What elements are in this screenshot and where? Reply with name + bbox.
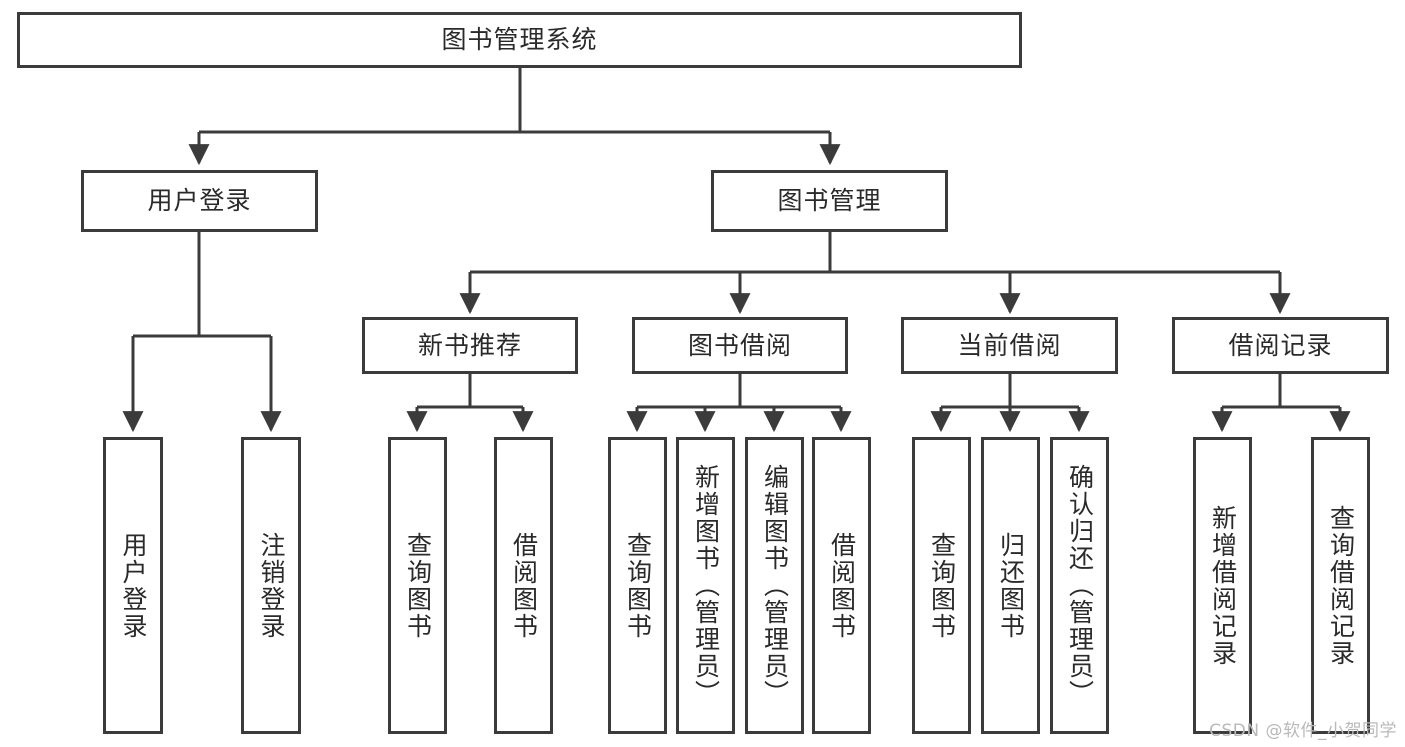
leaf-new-book-query-book[interactable]: 查询图书 (388, 437, 447, 734)
leaf-current-borrow-confirm-return-admin[interactable]: 确认归还（管理员） (1050, 437, 1109, 734)
leaf-book-borrow-edit-book-admin[interactable]: 编辑图书（管理员） (745, 437, 804, 734)
node-user-login[interactable]: 用户登录 (81, 170, 318, 232)
leaf-current-borrow-query-book[interactable]: 查询图书 (912, 437, 971, 734)
node-borrow-record[interactable]: 借阅记录 (1172, 317, 1389, 374)
node-label: 用户登录 (119, 531, 148, 640)
node-label: 确认归还（管理员） (1065, 464, 1095, 707)
node-new-book-recommend[interactable]: 新书推荐 (362, 317, 578, 374)
node-label: 查询图书 (403, 531, 433, 640)
node-current-borrow[interactable]: 当前借阅 (901, 317, 1118, 374)
node-label: 图书借阅 (687, 330, 792, 360)
node-label: 查询借阅记录 (1326, 504, 1356, 667)
node-label: 新书推荐 (417, 330, 522, 360)
node-label: 借阅记录 (1228, 330, 1333, 360)
node-label: 图书管理系统 (441, 25, 598, 55)
leaf-book-borrow-borrow-book[interactable]: 借阅图书 (812, 437, 871, 734)
node-book-borrow[interactable]: 图书借阅 (632, 317, 848, 374)
node-label: 编辑图书（管理员） (760, 464, 790, 707)
leaf-user-login-logout[interactable]: 注销登录 (241, 437, 301, 734)
node-label: 新增图书（管理员） (691, 464, 721, 707)
node-label: 注销登录 (257, 531, 286, 640)
leaf-current-borrow-return-book[interactable]: 归还图书 (981, 437, 1040, 734)
leaf-book-borrow-add-book-admin[interactable]: 新增图书（管理员） (676, 437, 735, 734)
leaf-new-book-borrow-book[interactable]: 借阅图书 (494, 437, 553, 734)
node-label: 用户登录 (147, 186, 252, 216)
leaf-borrow-record-add-record[interactable]: 新增借阅记录 (1193, 437, 1252, 734)
node-label: 借阅图书 (827, 531, 857, 640)
node-book-management[interactable]: 图书管理 (711, 170, 948, 232)
node-label: 查询图书 (927, 531, 957, 640)
leaf-user-login-login[interactable]: 用户登录 (103, 437, 163, 734)
node-label: 图书管理 (777, 186, 882, 216)
leaf-book-borrow-query-book[interactable]: 查询图书 (608, 437, 667, 734)
node-label: 借阅图书 (509, 531, 539, 640)
node-label: 当前借阅 (957, 330, 1062, 360)
csdn-watermark: CSDN @软件_小贺同学 (1209, 721, 1397, 741)
node-label: 归还图书 (996, 531, 1026, 640)
node-root-book-management-system[interactable]: 图书管理系统 (17, 12, 1022, 68)
node-label: 新增借阅记录 (1208, 504, 1238, 667)
leaf-borrow-record-query-record[interactable]: 查询借阅记录 (1311, 437, 1370, 734)
node-label: 查询图书 (623, 531, 653, 640)
